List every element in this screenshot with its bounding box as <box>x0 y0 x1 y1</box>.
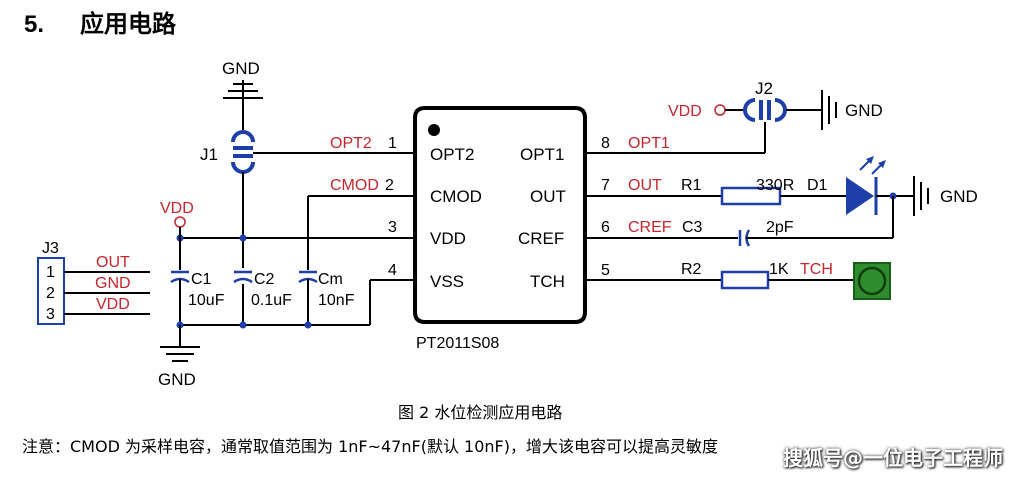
pin-name-vdd: VDD <box>430 229 466 248</box>
pin-num-2: 2 <box>385 177 394 194</box>
ic-body <box>413 106 587 324</box>
cm-value: 10nF <box>318 292 355 309</box>
c1-label: C1 <box>191 271 212 288</box>
gnd-symbol-j2 <box>821 90 837 130</box>
r2-value: 1K <box>769 261 789 278</box>
touch-pad <box>853 262 891 300</box>
j3-net-vdd: VDD <box>96 296 130 313</box>
connector-j3 <box>37 257 65 325</box>
net-label-opt1: OPT1 <box>628 135 670 152</box>
section-title: 应用电路 <box>80 10 177 38</box>
gnd-symbol-d1 <box>913 176 929 216</box>
pin-name-cmod: CMOD <box>430 187 482 206</box>
pin-num-4: 4 <box>388 262 397 279</box>
jumper-j1 <box>231 130 255 174</box>
pin-name-tch: TCH <box>530 272 565 291</box>
pin-num-7: 7 <box>601 177 610 194</box>
pin1-marker <box>428 124 440 136</box>
gnd-symbol-bottom <box>160 346 200 362</box>
design-note: 注意：CMOD 为采样电容，通常取值范围为 1nF~47nF(默认 10nF)，… <box>22 437 718 456</box>
gnd-symbol-top <box>223 80 263 99</box>
r1-value: 330R <box>756 177 794 194</box>
net-label-cmod: CMOD <box>330 177 379 194</box>
r2-label: R2 <box>681 261 702 278</box>
tch-net-label: TCH <box>800 261 833 278</box>
pin-name-vss: VSS <box>430 272 464 291</box>
j3-pin-2: 2 <box>46 285 55 302</box>
c3-value: 2pF <box>766 219 794 236</box>
vdd-label-right: VDD <box>668 103 702 120</box>
junction <box>239 321 247 329</box>
j1-label: J1 <box>200 145 218 164</box>
c2-value: 0.1uF <box>251 292 292 309</box>
figure-caption: 图 2 水位检测应用电路 <box>398 403 562 422</box>
pin-name-opt1: OPT1 <box>520 145 564 164</box>
vdd-terminal <box>714 104 726 116</box>
jumper-j2 <box>743 98 787 122</box>
net-label-opt2: OPT2 <box>330 135 372 152</box>
pin-name-out: OUT <box>530 187 566 206</box>
section-number: 5. <box>24 11 44 38</box>
vdd-label-left: VDD <box>160 200 194 217</box>
net-label-out: OUT <box>628 177 662 194</box>
gnd-label-bottom: GND <box>158 370 196 389</box>
j3-label: J3 <box>42 240 59 257</box>
d1-label: D1 <box>807 177 828 194</box>
pin-num-5: 5 <box>601 262 610 279</box>
watermark: 搜狐号@一位电子工程师 <box>783 446 1003 470</box>
pin-num-1: 1 <box>388 135 397 152</box>
gnd-label-d1: GND <box>940 187 978 206</box>
net-label-cref: CREF <box>628 219 672 236</box>
pin-name-cref: CREF <box>518 229 564 248</box>
c1-value: 10uF <box>188 292 225 309</box>
pin-name-opt2: OPT2 <box>430 145 474 164</box>
led-d1 <box>846 156 886 215</box>
j2-label: J2 <box>755 79 773 98</box>
j3-net-out: OUT <box>96 254 130 271</box>
j3-pin-1: 1 <box>46 264 55 281</box>
resistor-r2 <box>720 270 770 290</box>
gnd-label-top: GND <box>222 59 260 78</box>
pin-num-8: 8 <box>601 135 610 152</box>
pin-num-3: 3 <box>388 219 397 236</box>
j3-pin-3: 3 <box>46 306 55 323</box>
ic-part-number: PT2011S08 <box>416 335 499 352</box>
pin-num-6: 6 <box>601 219 610 236</box>
c3-label: C3 <box>682 219 703 236</box>
junction <box>304 321 312 329</box>
vdd-terminal <box>174 216 186 228</box>
r1-label: R1 <box>681 177 702 194</box>
junction <box>239 234 247 242</box>
j3-net-gnd: GND <box>95 275 131 292</box>
cm-label: Cm <box>318 271 343 288</box>
c2-label: C2 <box>254 271 275 288</box>
gnd-label-j2: GND <box>845 101 883 120</box>
